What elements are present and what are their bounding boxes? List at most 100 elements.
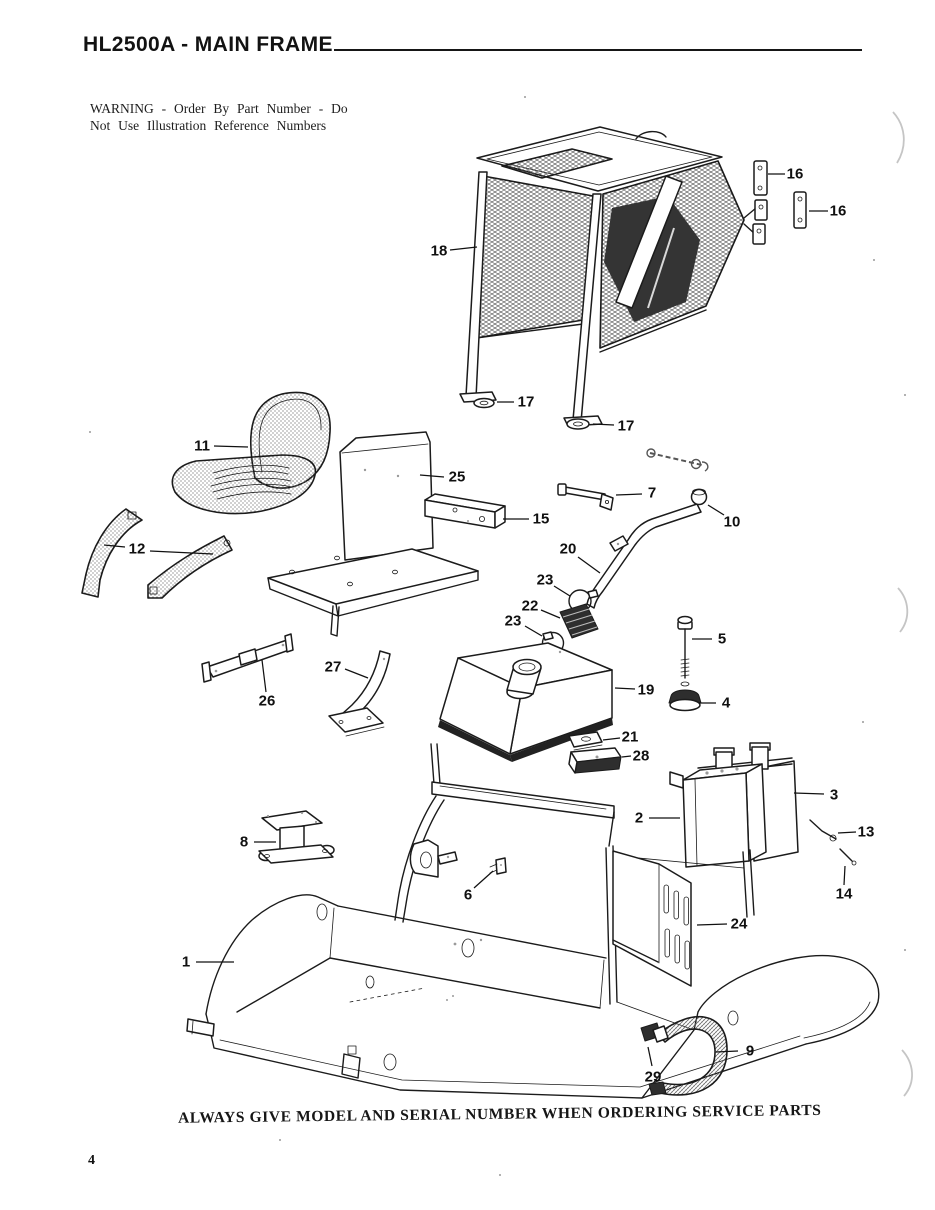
svg-text:27: 27 (325, 659, 342, 676)
callout-16b: 16 (809, 203, 846, 220)
part-27-bracket (328, 650, 391, 737)
callout-19: 19 (614, 682, 655, 699)
callout-29: 29 (645, 1046, 662, 1086)
part-5-bolt (677, 615, 693, 687)
callout-15: 15 (503, 511, 549, 528)
svg-text:24: 24 (731, 916, 748, 933)
part-24-slotted-panel (612, 850, 692, 987)
callout-23-lower: 23 (505, 613, 543, 637)
svg-text:20: 20 (560, 541, 577, 558)
part-26-bar (201, 633, 294, 683)
svg-text:10: 10 (724, 514, 741, 531)
part-9-hose (640, 1016, 728, 1096)
part-25-seat-support (267, 431, 479, 637)
part-11-seat (171, 391, 331, 515)
callout-3: 3 (793, 787, 838, 804)
callout-1: 1 (182, 954, 234, 971)
svg-text:13: 13 (858, 824, 875, 841)
svg-text:4: 4 (722, 695, 731, 712)
callout-9: 9 (715, 1043, 754, 1060)
callout-14: 14 (836, 865, 853, 903)
svg-text:23: 23 (505, 613, 522, 630)
svg-text:17: 17 (518, 394, 535, 411)
callout-13: 13 (837, 824, 875, 841)
svg-text:1: 1 (182, 954, 190, 971)
svg-text:8: 8 (240, 834, 248, 851)
page-title: HL2500A - MAIN FRAME (83, 33, 333, 56)
part-29-fitting (640, 1022, 669, 1043)
part-7-bracket (557, 483, 614, 511)
svg-text:16: 16 (830, 203, 847, 220)
svg-text:3: 3 (830, 787, 838, 804)
callout-17a: 17 (497, 394, 534, 411)
part-14-pin (839, 848, 857, 866)
svg-text:5: 5 (718, 631, 726, 648)
callout-28: 28 (621, 748, 650, 765)
callout-26: 26 (259, 659, 276, 710)
svg-text:18: 18 (431, 243, 448, 260)
svg-text:12: 12 (129, 541, 146, 558)
part-20-lever (586, 488, 708, 609)
part-17-mount-pads (473, 397, 590, 430)
callout-18: 18 (431, 243, 478, 260)
svg-text:28: 28 (633, 748, 650, 765)
scan-artifacts (89, 96, 913, 1176)
part-8-pedestal (258, 810, 335, 864)
callout-12: 12 (103, 541, 214, 558)
callout-7: 7 (615, 485, 656, 502)
part-1-main-frame (186, 743, 880, 1099)
part-4-bumper (668, 689, 702, 712)
svg-text:15: 15 (533, 511, 550, 528)
callout-11: 11 (194, 438, 249, 455)
svg-text:23: 23 (537, 572, 554, 589)
callout-8: 8 (240, 834, 276, 851)
callout-6: 6 (464, 870, 494, 904)
warning-line2: Not Use Illustration Reference Numbers (90, 118, 327, 133)
page-number: 4 (88, 1153, 95, 1168)
svg-text:26: 26 (259, 693, 276, 710)
part-6-clip (489, 857, 507, 875)
part-19-fuel-tank (438, 642, 613, 762)
part-21-plate (568, 731, 603, 751)
filler-neck (506, 658, 542, 700)
callout-20: 20 (560, 541, 601, 574)
svg-text:9: 9 (746, 1043, 754, 1060)
callout-25: 25 (419, 469, 466, 486)
svg-text:14: 14 (836, 886, 853, 903)
part-10-knob (690, 488, 708, 506)
svg-text:22: 22 (522, 598, 539, 615)
svg-text:25: 25 (449, 469, 466, 486)
svg-text:16: 16 (787, 166, 804, 183)
svg-text:7: 7 (648, 485, 656, 502)
svg-text:6: 6 (464, 887, 472, 904)
part-18-rops-canopy (459, 126, 768, 427)
callout-2: 2 (635, 810, 680, 827)
part-13-rod (809, 819, 837, 842)
svg-text:11: 11 (194, 438, 210, 455)
callout-21: 21 (602, 729, 638, 746)
callout-5: 5 (692, 631, 726, 648)
warning-line1: WARNING - Order By Part Number - Do (90, 101, 348, 116)
part-16-bracket-plates (753, 160, 807, 229)
svg-text:29: 29 (645, 1069, 662, 1086)
callout-17b: 17 (592, 418, 634, 435)
callouts: 16 16 18 17 17 11 (103, 166, 875, 1086)
callout-22: 22 (522, 598, 561, 619)
part-28-bracket (568, 747, 622, 774)
warning-note: WARNING - Order By Part Number - Do Not … (90, 100, 400, 134)
part-15-seat-arm (424, 493, 506, 529)
callout-24: 24 (696, 916, 748, 933)
callout-23-upper: 23 (537, 572, 571, 597)
callout-10: 10 (707, 504, 741, 531)
callout-16a: 16 (768, 166, 803, 183)
title-rule (334, 49, 862, 51)
callout-4: 4 (699, 695, 731, 712)
part-12-seat-straps (81, 508, 233, 599)
pin-detail-phantom (646, 448, 709, 472)
svg-text:2: 2 (635, 810, 643, 827)
part-2-battery (669, 763, 767, 868)
svg-text:19: 19 (638, 682, 655, 699)
callout-27: 27 (325, 659, 369, 679)
